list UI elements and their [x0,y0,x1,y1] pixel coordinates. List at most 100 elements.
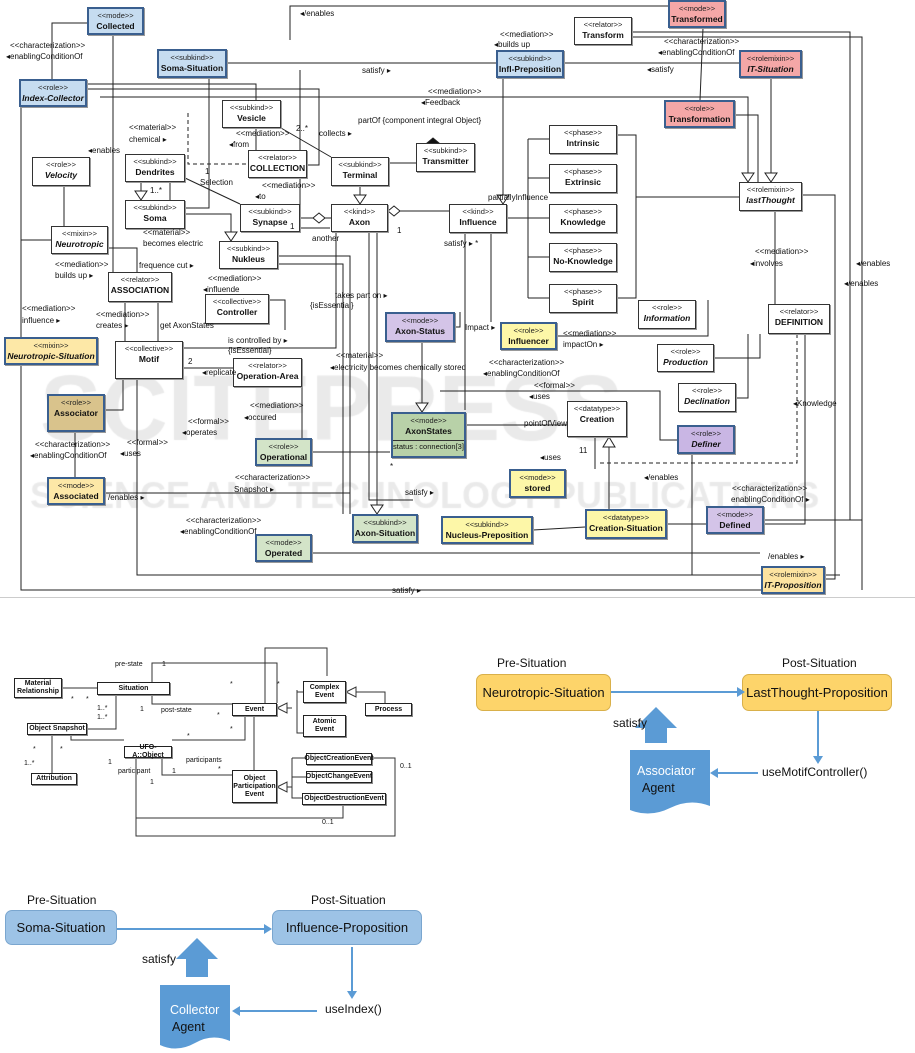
association-label: Snapshot ▸ [234,485,275,494]
class-stereotype: <<subkind>> [508,54,552,63]
class-transform[interactable]: <<relator>>Transform [574,17,632,45]
post-situation-box[interactable]: LastThought-Proposition [742,674,892,711]
class-transformation[interactable]: <<role>>Transformation [664,100,735,128]
generalization-arrow-icon [370,504,384,515]
class-intrinsic[interactable]: <<phase>>Intrinsic [549,125,617,154]
class-associator[interactable]: <<role>>Associator [47,394,105,432]
class-definition[interactable]: <<relator>>DEFINITION [768,304,830,334]
multiplicity-label: * [230,726,233,733]
ufo-class-situation[interactable]: Situation [97,682,170,695]
association-label: ◂electricity becomes chemically stored [330,363,467,372]
post-situation-box[interactable]: Influence-Proposition [272,910,422,945]
class-spirit[interactable]: <<phase>>Spirit [549,284,617,313]
pre-situation-box[interactable]: Neurotropic-Situation [476,674,611,711]
association-label: ◂enables [88,146,121,155]
class-production[interactable]: <<role>>Production [657,344,714,372]
multiplicity-label: * [86,696,89,703]
class-name: Axon-Status [394,326,446,336]
ufo-class-object-participation-event[interactable]: Object Participation Event [232,770,277,803]
association-label: satisfy ▸ [405,488,434,497]
class-stereotype: <<relator>> [779,307,819,316]
class-lastthought[interactable]: <<rolemixin>>lastThought [739,182,802,211]
ufo-class-atomic-event[interactable]: Atomic Event [303,715,346,737]
class-stored[interactable]: <<mode>>stored [509,469,566,498]
association-label: impactOn ▸ [563,340,604,349]
collector-agent[interactable]: Collector Agent [160,985,230,1051]
class-motif[interactable]: <<collective>>Motif [115,341,183,379]
class-attribute: status : connection[3] [393,440,464,451]
ufo-diagram-connectors [51,647,396,837]
class-collection[interactable]: <<relator>>COLLECTION [248,150,307,178]
class-no-knowledge[interactable]: <<phase>>No-Knowledge [549,243,617,272]
class-influence[interactable]: <<kind>>Influence [449,204,507,233]
class-neurotropic[interactable]: <<mixin>>Neurotropic [51,226,108,254]
class-stereotype: <<role>> [690,429,722,438]
class-soma-situation[interactable]: <<subkind>>Soma-Situation [157,49,227,78]
association-line [632,36,863,590]
class-defined[interactable]: <<mode>>Defined [706,506,764,534]
ufo-class-event[interactable]: Event [232,703,277,716]
association-label: pointOfView [524,419,567,428]
class-associated[interactable]: <<mode>>Associated [47,477,105,505]
multiplicity-label: * [230,681,233,688]
ufo-association-line [172,716,246,741]
class-velocity[interactable]: <<role>>Velocity [32,157,90,186]
ufo-class-objectdestructionevent[interactable]: ObjectDestructionEvent [302,793,386,805]
class-influencer[interactable]: <<role>>Influencer [500,322,557,350]
class-infl-preposition[interactable]: <<subkind>>Infl-Preposition [496,50,564,78]
class-dendrites[interactable]: <<subkind>>Dendrites [125,154,185,182]
class-nucleus-preposition[interactable]: <<subkind>>Nucleus-Preposition [441,516,533,544]
class-information[interactable]: <<role>>Information [638,300,696,329]
class-transformed[interactable]: <<mode>>Transformed [668,0,726,28]
ufo-class-process[interactable]: Process [365,703,412,716]
associator-agent[interactable]: Associator Agent [630,750,710,816]
class-index-collector[interactable]: <<role>>Index-Collector [19,79,87,107]
class-axon[interactable]: <<kind>>Axon [331,204,388,232]
class-vesicle[interactable]: <<subkind>>Vesicle [222,100,281,128]
ufo-class-attribution[interactable]: Attribution [31,773,77,785]
class-knowledge[interactable]: <<phase>>Knowledge [549,204,617,233]
class-transmitter[interactable]: <<subkind>>Transmitter [416,143,475,172]
multiplicity-label: 1 [290,222,295,231]
class-stereotype: <<phase>> [564,207,602,216]
class-stereotype: <<subkind>> [226,244,271,253]
class-operational[interactable]: <<role>>Operational [255,438,312,466]
class-it-situation[interactable]: <<rolemixin>>IT-Situation [739,50,802,78]
class-stereotype: <<mode>> [265,538,302,547]
association-label: influence ▸ [22,316,61,325]
class-terminal[interactable]: <<subkind>>Terminal [331,157,389,186]
class-nukleus[interactable]: <<subkind>>Nukleus [219,241,278,269]
class-operated[interactable]: <<mode>>Operated [255,534,312,562]
association-line [736,334,749,399]
association-label: another [312,234,340,243]
multiplicity-label: 1 [172,768,176,775]
class-definer[interactable]: <<role>>Definer [677,425,735,454]
class-controller[interactable]: <<collective>>Controller [205,294,269,324]
class-creation-situation[interactable]: <<datatype>>Creation-Situation [585,509,667,539]
ufo-class-objectchangeevent[interactable]: ObjectChangeEvent [306,771,372,783]
class-name: Synapse [252,217,288,227]
class-soma[interactable]: <<subkind>>Soma [125,200,185,229]
class-name: Transform [582,30,624,40]
ufo-class-material-relationship[interactable]: Material Relationship [14,678,62,698]
class-collected[interactable]: <<mode>>Collected [87,7,144,35]
class-neurotropic-situation[interactable]: <<mixin>>Neurotropic-Situation [4,337,98,365]
class-synapse[interactable]: <<subkind>>Synapse [240,204,300,232]
class-operation-area[interactable]: <<relator>>Operation-Area [233,358,302,387]
class-association[interactable]: <<relator>>ASSOCIATION [108,272,172,302]
association-label: ◂operates [182,428,218,437]
class-creation[interactable]: <<datatype>>Creation [567,401,627,437]
ufo-class-object-snapshot[interactable]: Object Snapshot [27,723,87,735]
ufo-class-ufo-a-object[interactable]: UFO-A::Object [124,744,172,759]
association-label: satisfy ▸ [392,586,421,595]
class-axon-situation[interactable]: <<subkind>>Axon-Situation [352,514,418,543]
class-declination[interactable]: <<role>>Declination [678,383,736,412]
pre-situation-box[interactable]: Soma-Situation [5,910,117,945]
ufo-class-objectcreationevent[interactable]: ObjectCreationEvent [304,753,374,765]
class-name: Knowledge [560,217,606,227]
ufo-class-complex-event[interactable]: Complex Event [303,681,346,703]
class-it-proposition[interactable]: <<rolemixin>>IT-Proposition [761,566,825,594]
class-extrinsic[interactable]: <<phase>>Extrinsic [549,164,617,193]
class-axon-status[interactable]: <<mode>>Axon-Status [385,312,455,342]
